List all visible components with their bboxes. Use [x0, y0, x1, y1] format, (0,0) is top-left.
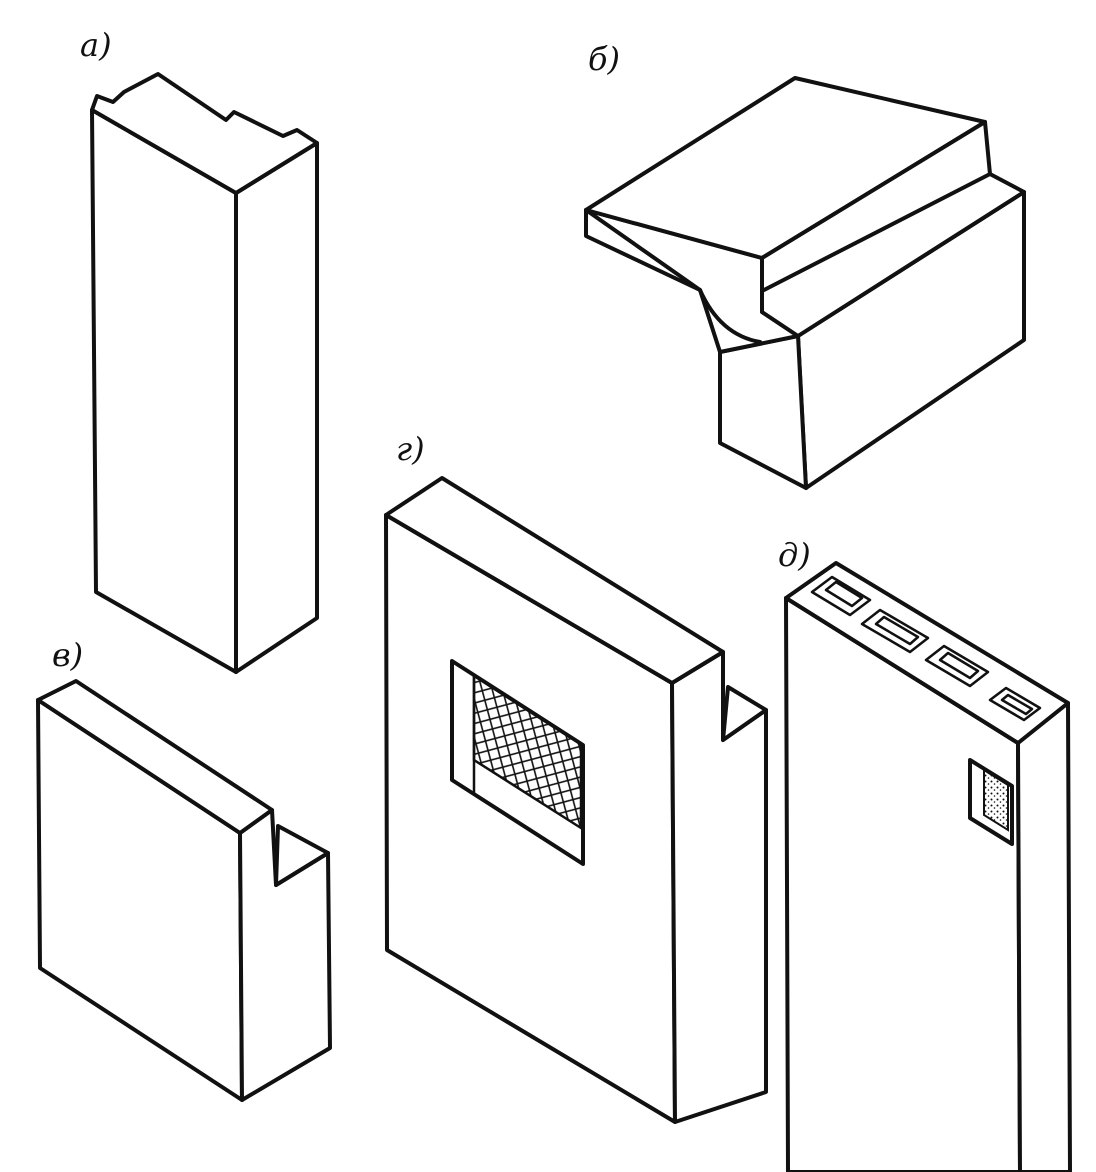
core-2 [860, 608, 930, 654]
label-d: д) [778, 536, 811, 574]
block-d-side-face [1016, 701, 1072, 1172]
block-a-side-face [234, 141, 319, 674]
block-b-curve [698, 288, 762, 344]
label-v: в) [52, 636, 83, 674]
block-g-side-face [670, 650, 768, 1124]
block-b-front-face [718, 334, 808, 490]
block-b-step [760, 120, 1026, 338]
block-b-groove-edge [762, 172, 992, 292]
block-v-notch [274, 824, 330, 887]
core-4 [988, 686, 1042, 722]
core-3 [924, 644, 990, 688]
block-a-front-face [90, 108, 238, 674]
block-b-front-top [584, 208, 702, 292]
block-a-top-tongue [90, 72, 319, 195]
block-d-hollow-panel [784, 561, 1072, 1172]
block-v-top-face [36, 679, 274, 835]
block-v-corner [36, 679, 332, 1102]
block-g-notch [721, 685, 768, 742]
block-a-column [90, 72, 319, 674]
block-g-window-mesh [472, 672, 583, 831]
core-1 [810, 575, 872, 617]
block-d-side-opening-inner [983, 768, 1009, 832]
label-g: г) [396, 430, 425, 468]
block-d-hollow-cores [810, 575, 1042, 722]
block-g-top-face [384, 476, 725, 685]
block-d-top-face [784, 561, 1070, 745]
block-g-panel [384, 476, 768, 1124]
block-b-cornice [584, 76, 1026, 490]
label-a: а) [80, 26, 112, 64]
label-b: б) [588, 40, 620, 78]
block-g-window-sill [472, 792, 585, 866]
